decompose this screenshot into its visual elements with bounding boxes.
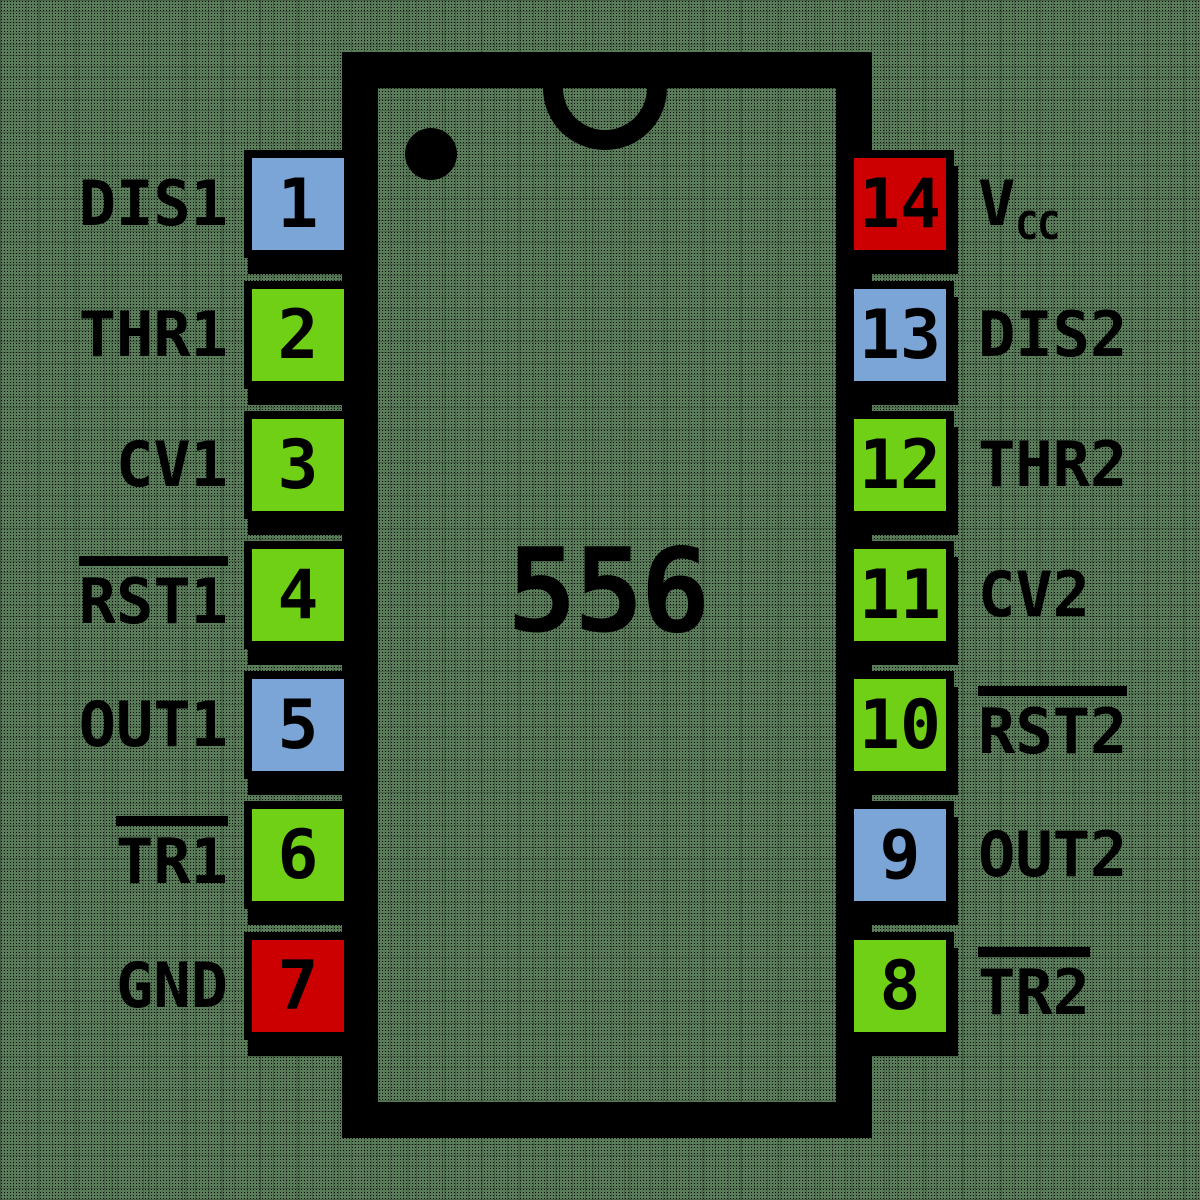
pin-number-13: 13 [859, 295, 941, 375]
pin-number-9: 9 [879, 815, 921, 895]
pin-box-8: 8 [846, 932, 954, 1040]
pin-label-gnd: GND [116, 949, 228, 1023]
pin-label-vcc: VCC [978, 167, 1060, 249]
pin-box-4: 4 [244, 541, 352, 649]
pin-number-11: 11 [859, 555, 941, 635]
pin-box-3: 3 [244, 411, 352, 519]
pin-box-11: 11 [846, 541, 954, 649]
pin-box-13: 13 [846, 281, 954, 389]
vcc-subscript: CC [1015, 204, 1060, 249]
pin-number-8: 8 [879, 946, 921, 1026]
pin-number-2: 2 [277, 295, 319, 375]
pin-label-thr2: THR2 [978, 428, 1128, 502]
pin-box-1: 1 [244, 150, 352, 258]
pin-box-7: 7 [244, 932, 352, 1040]
pin-box-9: 9 [846, 801, 954, 909]
pin-number-7: 7 [277, 946, 319, 1026]
pin-box-14: 14 [846, 150, 954, 258]
pin1-indicator-dot [405, 128, 457, 180]
pin-number-10: 10 [859, 685, 941, 765]
pin-label-rst2: RST2 [978, 671, 1200, 779]
pin-number-4: 4 [277, 555, 319, 635]
pin-number-14: 14 [859, 164, 941, 244]
pin-number-12: 12 [859, 425, 941, 505]
pin-label-tr2: TR2 [978, 932, 1200, 1040]
pin-label-cv1: CV1 [116, 428, 228, 502]
pin-box-2: 2 [244, 281, 352, 389]
pin-label-dis2: DIS2 [978, 298, 1128, 372]
pin-label-dis1: DIS1 [78, 167, 228, 241]
pin-label-thr1: THR1 [78, 298, 228, 372]
pin-box-12: 12 [846, 411, 954, 519]
pin-box-10: 10 [846, 671, 954, 779]
pin-number-1: 1 [277, 164, 319, 244]
pin-box-6: 6 [244, 801, 352, 909]
chip-part-number: 556 [506, 524, 711, 659]
pin-label-out1: OUT1 [78, 688, 228, 762]
pin-label-tr1: TR1 [0, 801, 228, 909]
pin-label-out2: OUT2 [978, 818, 1128, 892]
pin-number-5: 5 [277, 685, 319, 765]
pin-label-cv2: CV2 [978, 558, 1090, 632]
pin-box-5: 5 [244, 671, 352, 779]
pin-number-3: 3 [277, 425, 319, 505]
pin-number-6: 6 [277, 815, 319, 895]
pin-label-rst1: RST1 [0, 541, 228, 649]
